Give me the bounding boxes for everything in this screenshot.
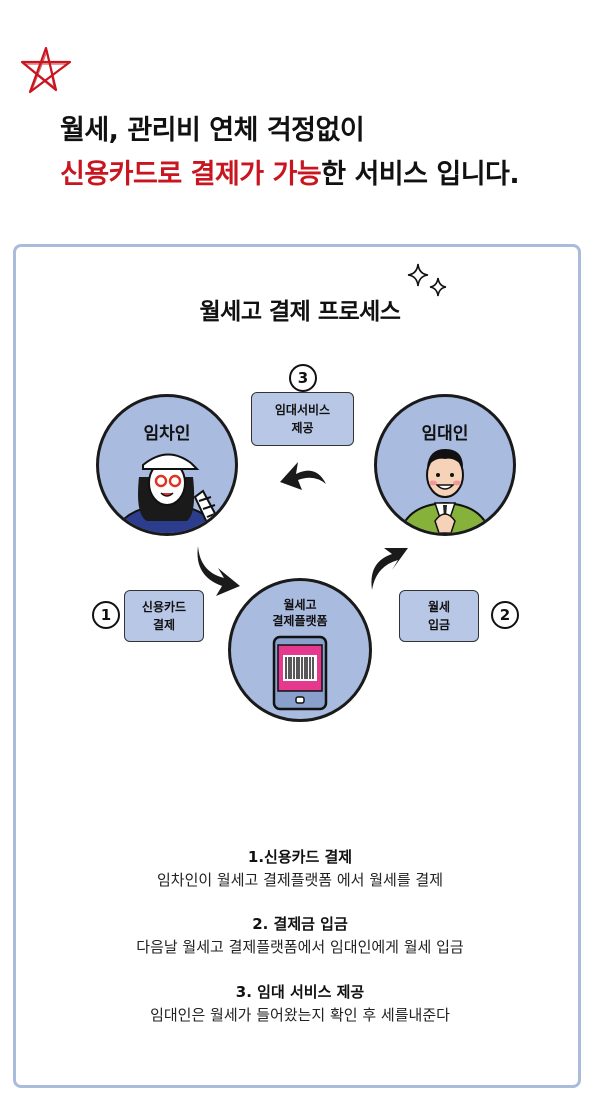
platform-label-1: 월세고	[283, 598, 317, 612]
phone-barcode-icon	[272, 635, 328, 711]
step-3-title: 3. 임대 서비스 제공	[235, 983, 365, 1001]
step-number-2: 2	[491, 601, 519, 629]
rental-service-label-1: 임대서비스	[274, 403, 331, 417]
rent-deposit-box: 월세 입금	[399, 590, 479, 642]
step-1-desc: 임차인이 월세고 결제플랫폼 에서 월세를 결제	[156, 871, 444, 889]
process-title: 월세고 결제 프로세스	[199, 299, 401, 325]
headline-line-1: 월세, 관리비 연체 걱정없이	[60, 115, 365, 146]
tenant-label: 임차인	[143, 424, 191, 444]
card-payment-label-2: 결제	[152, 618, 176, 632]
step-2: 2. 결제금 입금 다음날 월세고 결제플랫폼에서 임대인에게 월세 입금	[0, 913, 600, 957]
landlord-illustration-icon	[399, 449, 491, 533]
arrow-left-icon	[280, 462, 326, 490]
rent-deposit-label-2: 입금	[427, 618, 451, 632]
headline-rest: 한 서비스 입니다.	[321, 159, 520, 190]
step-2-title: 2. 결제금 입금	[252, 915, 348, 933]
step-1-title: 1.신용카드 결제	[247, 848, 353, 866]
sparkle-icon	[404, 262, 454, 306]
step-number-1: 1	[92, 601, 120, 629]
star-doodle-icon	[18, 40, 78, 104]
rental-service-label-2: 제공	[291, 421, 314, 435]
rental-service-box: 임대서비스 제공	[251, 392, 354, 446]
arrow-up-right-icon	[371, 548, 408, 590]
landlord-label: 임대인	[421, 424, 469, 444]
platform-circle: 월세고 결제플랫폼	[228, 578, 372, 722]
rent-deposit-label-1: 월세	[427, 600, 451, 614]
tenant-circle: 임차인	[96, 394, 238, 536]
landlord-circle: 임대인	[374, 394, 516, 536]
platform-label-2: 결제플랫폼	[272, 614, 328, 628]
headline-highlight: 신용카드로 결제가 가능	[60, 159, 322, 190]
tenant-illustration-icon	[114, 453, 221, 533]
headline-line-2: 신용카드로 결제가 가능한 서비스 입니다.	[60, 152, 520, 191]
arrow-down-right-icon	[197, 546, 240, 596]
step-number-3: 3	[289, 364, 317, 392]
card-payment-box: 신용카드 결제	[124, 590, 204, 642]
step-1: 1.신용카드 결제 임차인이 월세고 결제플랫폼 에서 월세를 결제	[0, 846, 600, 890]
step-3: 3. 임대 서비스 제공 임대인은 월세가 들어왔는지 확인 후 세를내준다	[0, 981, 600, 1025]
step-3-desc: 임대인은 월세가 들어왔는지 확인 후 세를내준다	[150, 1006, 450, 1024]
card-payment-label-1: 신용카드	[141, 600, 187, 614]
step-2-desc: 다음날 월세고 결제플랫폼에서 임대인에게 월세 입금	[136, 938, 464, 956]
